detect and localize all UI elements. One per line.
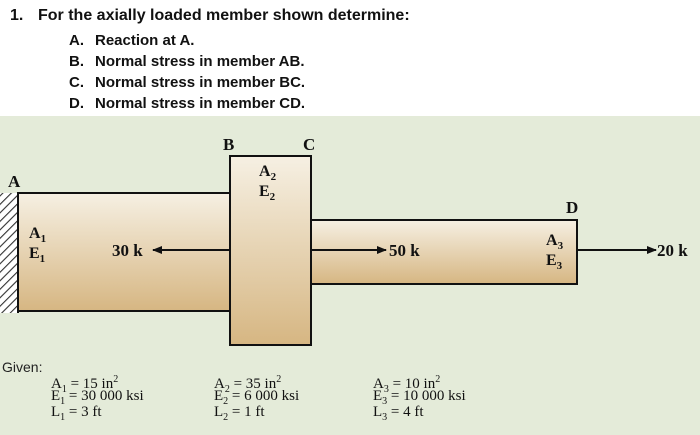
point-label-b: B	[223, 135, 234, 154]
segment-cd-area-label: A3	[546, 232, 564, 252]
given-area-1: A1 = 15 in2	[51, 374, 119, 395]
segment-ab	[17, 192, 231, 312]
part-letter: C.	[69, 74, 84, 91]
segment-bc-modulus-label: E2	[259, 183, 276, 203]
part-c: C. Normal stress in member BC.	[69, 72, 305, 93]
given-length-3: L3 = 4 ft	[373, 404, 424, 423]
part-letter: B.	[69, 53, 84, 70]
part-text: Normal stress in member CD.	[95, 95, 306, 112]
load-50k-label: 50 k	[389, 241, 420, 260]
part-b: B. Normal stress in member AB.	[69, 51, 305, 72]
part-text: Normal stress in member AB.	[95, 53, 305, 70]
segment-ab-modulus-label: E1	[29, 245, 45, 265]
fixed-wall-support	[0, 193, 18, 313]
load-30k-label: 30 k	[112, 241, 143, 260]
part-letter: D.	[69, 95, 84, 112]
segment-bc-area-label: A2	[259, 163, 277, 183]
part-text: Normal stress in member BC.	[95, 74, 306, 91]
segment-bc	[229, 155, 312, 346]
part-a: A. Reaction at A.	[69, 30, 305, 51]
given-column-1: A1 = 15 in2 E1 = 30 000 ksi L1 = 3 ft	[51, 372, 144, 423]
problem-number: 1.	[10, 7, 24, 24]
part-d: D. Normal stress in member CD.	[69, 93, 305, 114]
given-title: Given:	[2, 359, 43, 375]
point-label-d: D	[566, 198, 578, 217]
given-area-3: A3 = 10 in2	[373, 374, 441, 395]
problem-text: For the axially loaded member shown dete…	[38, 7, 410, 24]
load-20k-label: 20 k	[657, 241, 688, 260]
part-letter: A.	[69, 32, 84, 49]
problem-statement-panel: 1. For the axially loaded member shown de…	[0, 0, 700, 116]
segment-cd	[310, 219, 578, 285]
given-column-3: A3 = 10 in2 E3 = 10 000 ksi L3 = 4 ft	[373, 372, 466, 423]
point-label-a: A	[8, 172, 21, 191]
segment-ab-area-label: A1	[29, 225, 46, 245]
given-length-1: L1 = 3 ft	[51, 404, 102, 423]
point-label-c: C	[303, 135, 315, 154]
part-text: Reaction at A.	[95, 32, 195, 49]
given-area-2: A2 = 35 in2	[214, 374, 282, 395]
problem-statement: 1. For the axially loaded member shown de…	[10, 7, 410, 25]
given-modulus-3: E3 = 10 000 ksi	[373, 388, 466, 407]
given-modulus-2: E2 = 6 000 ksi	[214, 388, 300, 407]
parts-list: A. Reaction at A. B. Normal stress in memb…	[69, 30, 305, 114]
given-modulus-1: E1 = 30 000 ksi	[51, 388, 144, 407]
given-column-2: A2 = 35 in2 E2 = 6 000 ksi L2 = 1 ft	[214, 372, 300, 423]
given-length-2: L2 = 1 ft	[214, 404, 265, 423]
segment-cd-modulus-label: E3	[546, 252, 563, 272]
